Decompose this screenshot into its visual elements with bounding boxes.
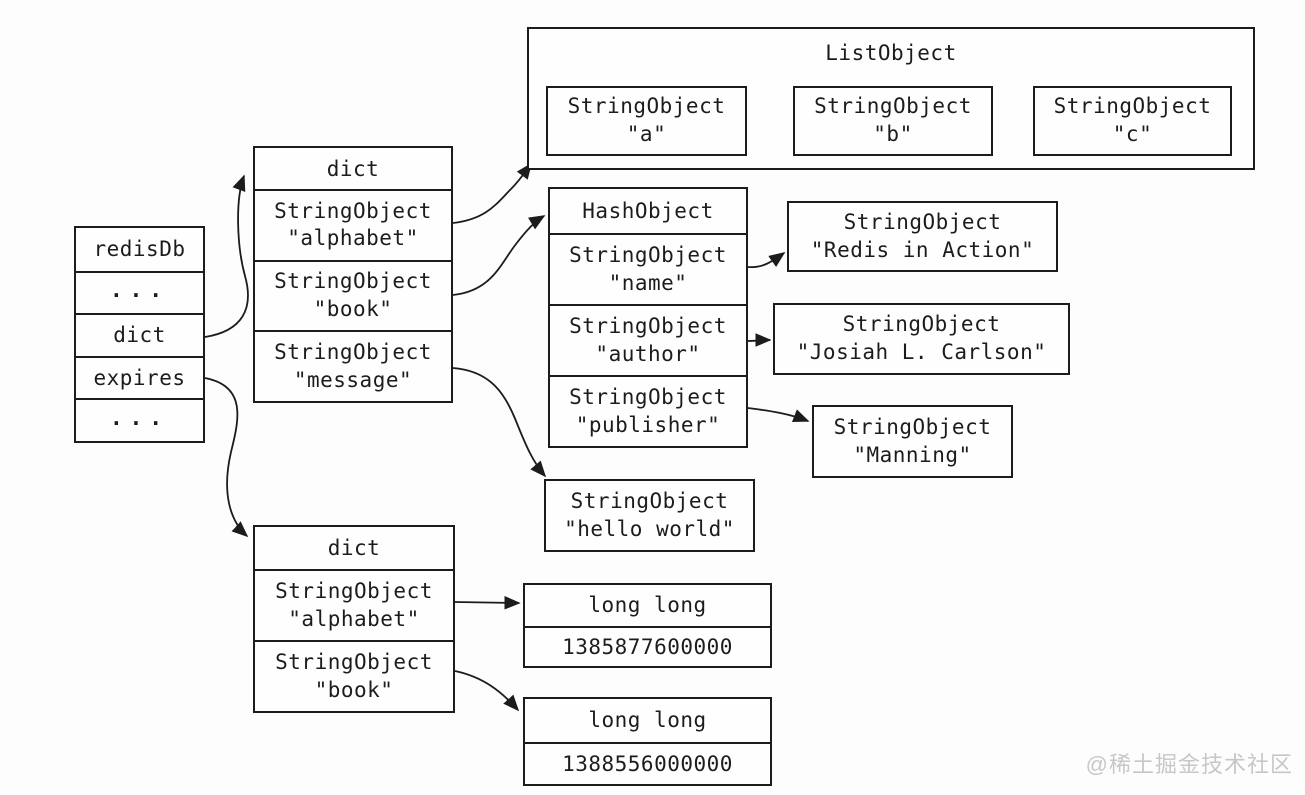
redisdb-expires-field: expires bbox=[76, 355, 203, 399]
value-text: "Josiah L. Carlson" bbox=[796, 340, 1047, 364]
key-value: "alphabet" bbox=[288, 606, 420, 631]
hash-field-publisher: StringObject "publisher" bbox=[550, 375, 746, 446]
arrow-redisdb-expires-to-expires-dict bbox=[204, 377, 249, 538]
field-value: "name" bbox=[608, 270, 688, 295]
author-value-box: StringObject "Josiah L. Carlson" bbox=[773, 303, 1070, 375]
longlong-timestamp: 1388556000000 bbox=[525, 741, 770, 785]
hash-object-title: HashObject bbox=[582, 199, 714, 223]
longlong-type: long long bbox=[588, 708, 707, 733]
value-type: StringObject bbox=[843, 209, 1002, 234]
item-type: StringObject bbox=[1053, 94, 1212, 119]
value-text: "Redis in Action" bbox=[810, 237, 1035, 262]
arrow-publisher-to-manning bbox=[747, 407, 810, 423]
publisher-value-box: StringObject "Manning" bbox=[812, 405, 1013, 478]
key-type: StringObject bbox=[274, 198, 432, 223]
item-type: StringObject bbox=[567, 94, 726, 119]
field-value: "author" bbox=[595, 341, 701, 366]
redisdb-box: redisDb ... dict expires ... bbox=[74, 226, 205, 443]
item-value: "c" bbox=[1112, 122, 1153, 146]
main-dict-box: dict StringObject "alphabet" StringObjec… bbox=[253, 146, 453, 403]
field-type: StringObject bbox=[569, 384, 727, 409]
value-text: "hello world" bbox=[564, 516, 735, 541]
key-value: "alphabet" bbox=[287, 226, 419, 251]
list-item-b-box: StringObject "b" bbox=[793, 86, 993, 156]
longlong-timestamp: 1385877600000 bbox=[525, 625, 770, 667]
value-type: StringObject bbox=[842, 312, 1001, 337]
field-type: StringObject bbox=[569, 313, 727, 338]
key-type: StringObject bbox=[275, 649, 433, 674]
message-value-box: StringObject "hello world" bbox=[544, 479, 755, 552]
longlong-type: long long bbox=[588, 593, 707, 618]
expires-key-book: StringObject "book" bbox=[255, 640, 453, 711]
item-value: "a" bbox=[626, 122, 667, 146]
value-type: StringObject bbox=[833, 414, 992, 439]
hash-object-box: HashObject StringObject "name" StringObj… bbox=[548, 187, 748, 448]
key-value: "book" bbox=[313, 296, 393, 321]
key-type: StringObject bbox=[274, 339, 432, 364]
arrow-expires-alphabet-to-longlong1 bbox=[454, 595, 521, 610]
key-type: StringObject bbox=[275, 578, 433, 603]
longlong-alphabet-box: long long 1385877600000 bbox=[523, 583, 772, 668]
field-value: "publisher" bbox=[575, 412, 721, 437]
main-dict-key-message: StringObject "message" bbox=[255, 330, 451, 401]
arrow-redisdb-dict-to-main-dict bbox=[204, 174, 249, 338]
arrow-name-to-redis-in-action bbox=[747, 252, 786, 268]
main-dict-key-alphabet: StringObject "alphabet" bbox=[255, 189, 451, 260]
key-value: "message" bbox=[293, 367, 413, 392]
value-text: "Manning" bbox=[853, 442, 972, 467]
hash-field-author: StringObject "author" bbox=[550, 304, 746, 375]
list-item-a-box: StringObject "a" bbox=[546, 86, 747, 156]
arrow-alphabet-to-listobject bbox=[452, 162, 532, 224]
field-type: StringObject bbox=[569, 242, 727, 267]
juejin-watermark: @稀土掘金技术社区 bbox=[1085, 752, 1293, 777]
arrow-expires-book-to-longlong2 bbox=[454, 670, 520, 712]
name-value-box: StringObject "Redis in Action" bbox=[787, 201, 1058, 272]
key-type: StringObject bbox=[274, 269, 432, 294]
main-dict-title: dict bbox=[326, 156, 380, 181]
key-value: "book" bbox=[314, 677, 394, 702]
list-item-c-box: StringObject "c" bbox=[1033, 86, 1232, 156]
expires-dict-title: dict bbox=[327, 536, 381, 560]
expires-key-alphabet: StringObject "alphabet" bbox=[255, 569, 453, 640]
arrow-message-to-hello-world bbox=[452, 367, 547, 478]
redisdb-ellipsis-bottom: ... bbox=[76, 398, 203, 441]
list-object-title: ListObject bbox=[825, 41, 957, 65]
item-type: StringObject bbox=[814, 94, 972, 119]
longlong-book-box: long long 1388556000000 bbox=[523, 697, 772, 786]
redisdb-ellipsis-top: ... bbox=[76, 270, 203, 314]
main-dict-key-book: StringObject "book" bbox=[255, 259, 451, 331]
item-value: "b" bbox=[873, 122, 913, 146]
arrow-author-to-josiah-carlson bbox=[747, 333, 772, 347]
redisdb-title: redisDb bbox=[93, 237, 186, 262]
hash-field-name: StringObject "name" bbox=[550, 233, 746, 304]
redisdb-dict-field: dict bbox=[76, 313, 203, 356]
expires-dict-box: dict StringObject "alphabet" StringObjec… bbox=[253, 525, 455, 713]
value-type: StringObject bbox=[570, 488, 729, 513]
arrow-book-to-hashobject bbox=[452, 215, 546, 296]
